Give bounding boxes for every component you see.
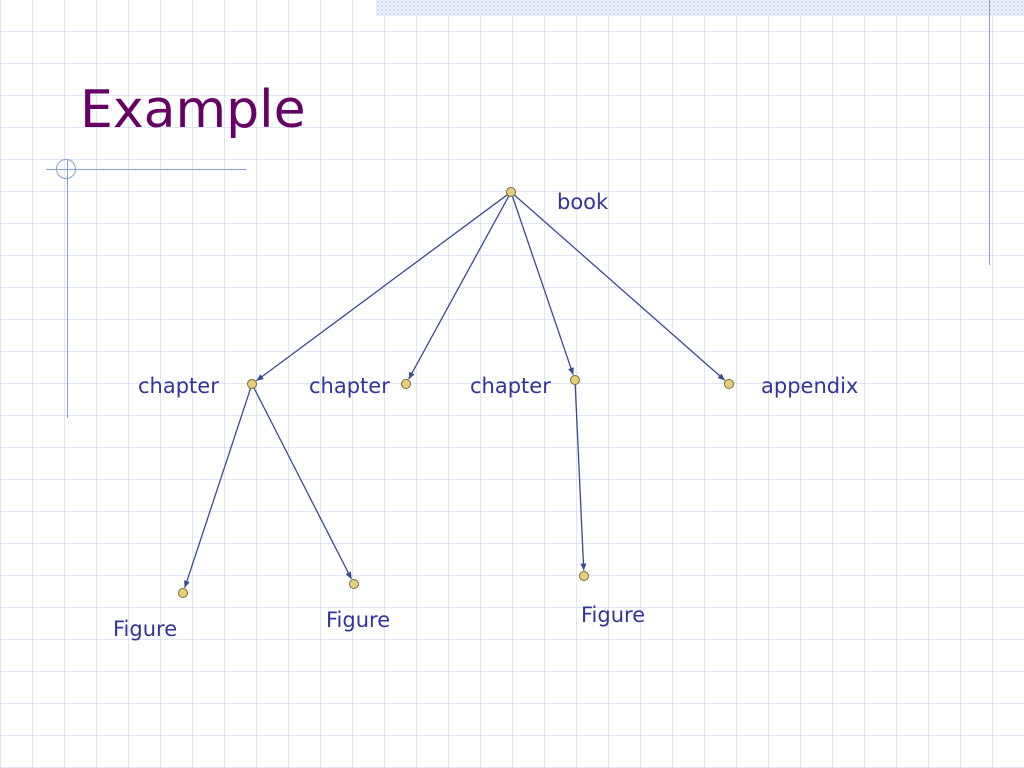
node-label-chapter3: chapter [470, 374, 551, 398]
edge-book-to-chapter2 [408, 195, 510, 380]
slide-title: Example [80, 80, 306, 140]
node-figure1 [178, 588, 188, 598]
node-label-figure3: Figure [581, 603, 645, 627]
node-label-chapter1: chapter [138, 374, 219, 398]
edge-book-to-chapter1 [256, 194, 508, 382]
edge-chapter1-to-figure1 [184, 388, 252, 588]
edges-layer [184, 194, 726, 588]
edge-book-to-chapter3 [511, 196, 574, 376]
node-chapter2 [401, 379, 411, 389]
node-chapter3 [570, 375, 580, 385]
title-underline-rule [46, 169, 246, 170]
node-chapter1 [247, 379, 257, 389]
edge-chapter3-to-figure3 [574, 384, 587, 571]
edge-book-to-appendix [513, 194, 726, 381]
node-label-figure1: Figure [113, 617, 177, 641]
title-ring-ornament [56, 159, 76, 179]
top-decorative-band [376, 0, 1024, 16]
node-label-book: book [557, 190, 609, 214]
node-label-figure2: Figure [326, 608, 390, 632]
nodes-layer [178, 187, 734, 598]
node-label-appendix: appendix [761, 374, 858, 398]
node-book [506, 187, 516, 197]
right-decorative-rule [989, 0, 990, 265]
node-label-chapter2: chapter [309, 374, 390, 398]
node-figure2 [349, 579, 359, 589]
node-figure3 [579, 571, 589, 581]
left-decorative-rule [67, 160, 68, 418]
node-appendix [724, 379, 734, 389]
edge-chapter1-to-figure2 [253, 387, 353, 580]
